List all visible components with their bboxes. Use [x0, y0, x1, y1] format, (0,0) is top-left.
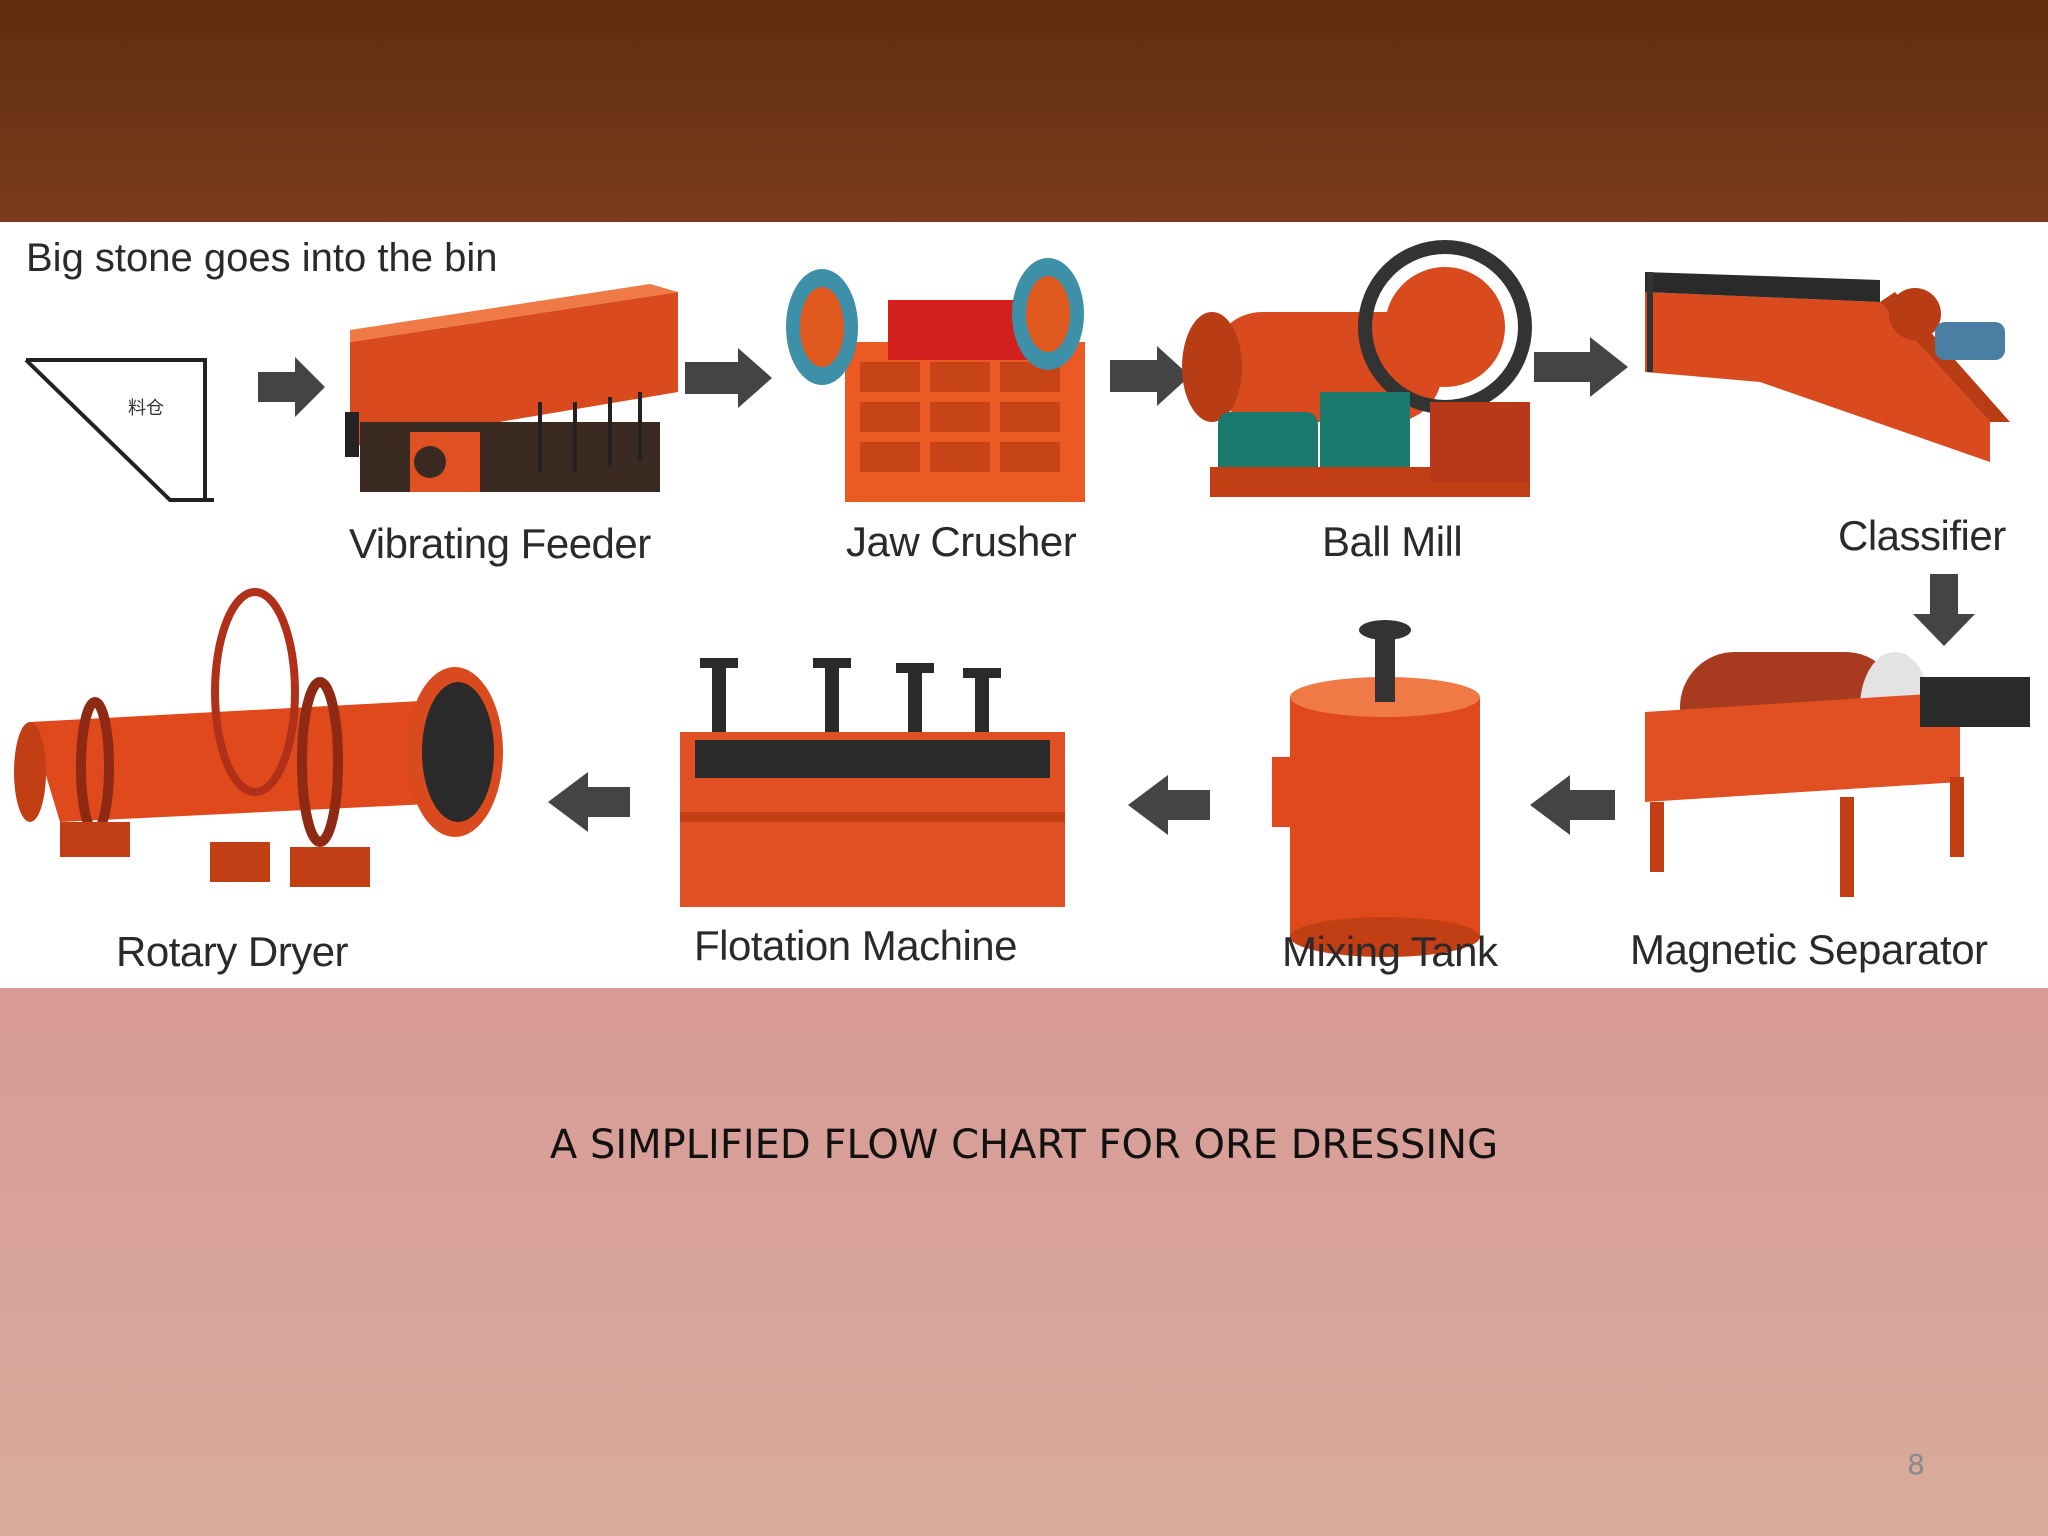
arrow-bin-to-feeder [258, 357, 325, 417]
bin-hopper-icon: 料仓 [24, 358, 214, 502]
label-magnetic-separator: Magnetic Separator [1630, 926, 1988, 973]
label-rotary-dryer: Rotary Dryer [116, 928, 349, 975]
label-vibrating-feeder: Vibrating Feeder [349, 520, 651, 567]
label-classifier: Classifier [1838, 512, 2006, 559]
mixing-tank-icon [1272, 620, 1480, 957]
label-mixing-tank: Mixing Tank [1282, 928, 1498, 975]
slide-caption: A SIMPLIFIED FLOW CHART FOR ORE DRESSING [549, 1122, 1499, 1168]
arrow-feeder-to-crusher [685, 348, 772, 408]
label-flotation-machine: Flotation Machine [694, 922, 1018, 969]
flotation-machine-icon [680, 658, 1065, 907]
classifier-icon [1645, 272, 2010, 462]
flow-arrows-row-1 [258, 337, 1628, 417]
intro-text: Big stone goes into the bin [26, 236, 498, 280]
magnetic-separator-icon [1645, 652, 2030, 897]
flow-diagram-graphics: 料仓 [14, 240, 2030, 957]
label-jaw-crusher: Jaw Crusher [846, 518, 1077, 565]
jaw-crusher-icon [786, 258, 1085, 502]
header-band [0, 0, 2048, 222]
arrow-tank-to-flotation [1128, 775, 1210, 835]
arrow-mill-to-classifier [1534, 337, 1628, 397]
rotary-dryer-icon [14, 588, 503, 887]
footer-band [0, 988, 2048, 1536]
arrow-crusher-to-mill [1110, 346, 1190, 406]
vibrating-feeder-icon [345, 284, 678, 492]
arrow-separator-to-tank [1530, 775, 1615, 835]
flow-arrows-row-2 [548, 772, 1615, 835]
ball-mill-icon [1182, 240, 1532, 497]
arrow-classifier-to-separator [1913, 574, 1975, 646]
bin-label: 料仓 [128, 398, 164, 419]
label-ball-mill: Ball Mill [1322, 518, 1463, 565]
page-number: 8 [1907, 1448, 1925, 1481]
ore-dressing-flow-diagram: 料仓 [0, 222, 2048, 988]
arrow-flotation-to-dryer [548, 772, 630, 832]
